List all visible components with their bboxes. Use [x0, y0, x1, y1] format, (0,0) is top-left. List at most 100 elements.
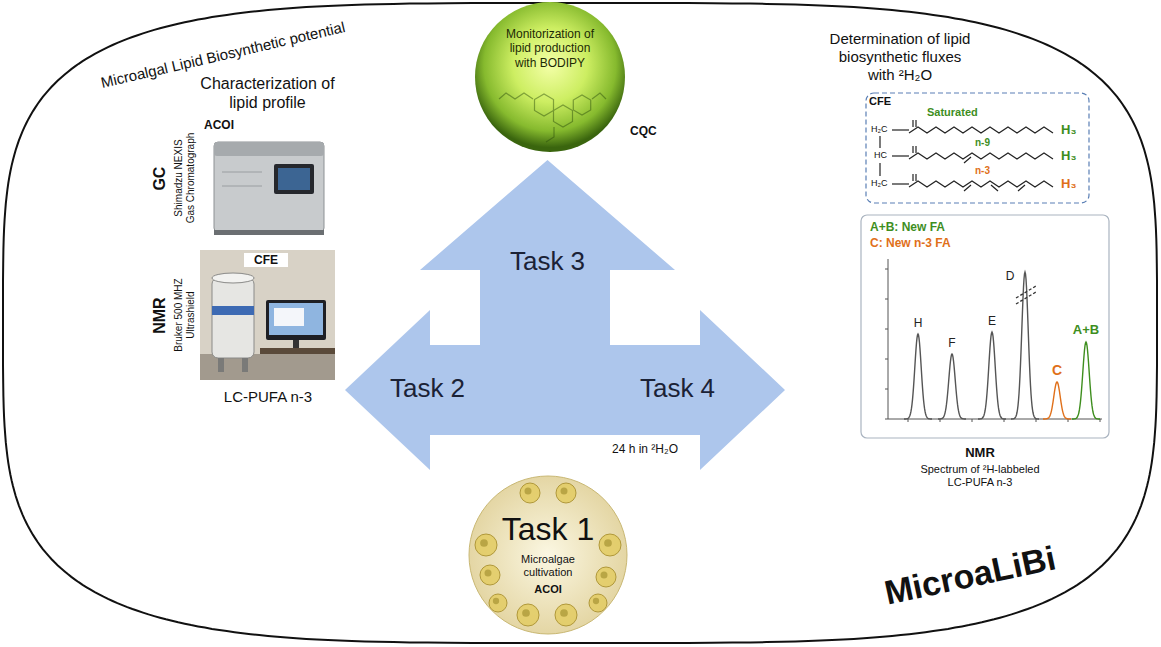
algae-cell-core — [560, 609, 568, 617]
gc-instrument-photo: ACOI — [200, 116, 335, 240]
gc-instrument-photo-outline — [200, 116, 335, 240]
line-shape — [912, 174, 913, 181]
nmr-magnet — [212, 278, 254, 358]
line-shape — [912, 120, 913, 127]
nmr-leg — [242, 358, 248, 372]
gc-screen — [274, 164, 314, 194]
bodipy-circle-outline — [474, 1, 626, 153]
monitor — [266, 300, 326, 340]
gc-panel-line — [222, 172, 262, 173]
peak-label: E — [982, 314, 1002, 328]
section-heading: Characterization of lipid profile — [200, 74, 335, 112]
atom-label: HC — [874, 150, 887, 161]
instrument-name: Bruker 500 MHZ Ultrashield — [172, 268, 196, 363]
line-shape — [892, 155, 909, 156]
algae-cell — [599, 534, 621, 556]
legend-note: A+B: New FA — [870, 220, 945, 234]
task-description: Monitorization of lipid production with … — [500, 27, 600, 70]
atom-label: H₂C — [871, 178, 888, 189]
tick — [885, 419, 888, 420]
axis-break — [1016, 286, 1036, 298]
algae-cell — [517, 604, 539, 626]
spectrum-peak — [1043, 382, 1071, 419]
axis-break — [1016, 292, 1036, 304]
polyline-shape — [909, 153, 1053, 159]
gc-panel-line — [222, 186, 262, 187]
gc-body — [214, 142, 324, 232]
gc-lid — [214, 142, 324, 156]
task-label: Task 3 — [480, 246, 615, 277]
axis — [888, 259, 889, 419]
spectrum-peak — [904, 334, 932, 419]
algae-cell-core — [604, 539, 612, 547]
bodipy-circle: Monitorization of lipid production with … — [474, 1, 626, 153]
polygon-shape — [554, 105, 573, 127]
tick — [908, 419, 909, 422]
polygon-shape — [535, 94, 554, 116]
algae-cell — [520, 483, 540, 503]
algae-cell-core — [480, 539, 488, 547]
algae-cell-core — [522, 609, 530, 617]
chain-label: n-9 — [975, 137, 990, 149]
line-shape — [991, 185, 998, 191]
line-shape — [912, 146, 913, 153]
monitor-screen — [269, 303, 323, 335]
peak-label: H — [908, 316, 928, 330]
task-arrow-left: Task 2 — [345, 310, 480, 470]
methyl-label: H₃ — [1061, 122, 1076, 138]
dashed-frame — [866, 93, 1089, 203]
lab-tag: CQC — [630, 124, 657, 138]
polyline-shape — [499, 93, 533, 99]
spectrum-peak — [1072, 342, 1100, 419]
triglyceride-structure — [880, 120, 1053, 191]
algae-cell-core — [493, 598, 499, 604]
task-label: Task 1 — [488, 510, 608, 548]
section-heading: Determination of lipid biosynthetic flux… — [825, 30, 975, 84]
chain-label: n-3 — [975, 165, 990, 177]
line-shape — [915, 146, 916, 153]
task-circle: Task 1Microalgae cultivationACOI — [468, 475, 628, 635]
legend-note: C: New n-3 FA — [870, 236, 951, 250]
target-label: LC-PUFA n-3 — [203, 388, 333, 406]
algae-cell — [556, 483, 576, 503]
project-outline — [3, 3, 1157, 643]
line-shape — [879, 136, 880, 148]
task-description: Microalgae cultivation — [508, 553, 588, 579]
tick — [885, 359, 888, 360]
algae-cell — [489, 594, 507, 612]
condition-note: 24 h in ²H₂O — [612, 442, 678, 456]
polyline-shape — [909, 181, 1053, 187]
line-shape — [915, 174, 916, 181]
methyl-label: H₃ — [1061, 176, 1076, 192]
line-shape — [892, 183, 909, 184]
peak-label: A+B — [1067, 322, 1105, 338]
algae-cell — [589, 594, 607, 612]
nmr-leg — [218, 358, 224, 372]
block-arrow — [345, 310, 480, 470]
algae-cell-core — [525, 488, 532, 495]
spectrum-peak — [1011, 272, 1039, 419]
spectrum-caption: Spectrum of ²H-labbeled LC-PUFA n-3 — [915, 463, 1045, 489]
atom-label: H₂C — [871, 124, 888, 135]
tick — [885, 299, 888, 300]
line-shape — [1018, 185, 1025, 191]
methyl-label: H₃ — [1061, 148, 1076, 164]
algae-cell — [555, 604, 577, 626]
desk — [260, 348, 335, 354]
peak-label: C — [1047, 362, 1067, 379]
polyline-shape — [909, 127, 1053, 133]
line-shape — [964, 185, 971, 191]
algae-cell — [596, 567, 616, 587]
structure-box: CFESaturatedn-9n-3H₃H₃H₃H₂CHCH₂C — [865, 92, 1090, 204]
spectrum-panel: A+B: New FAC: New n-3 FAHFEDCA+B — [860, 214, 1110, 439]
algae-cell — [475, 534, 497, 556]
project-acronym: MicroaLiBi — [873, 535, 1067, 614]
instrument-name: Shimadzu NEXIS Gas Chromatograph — [172, 131, 196, 226]
monitor-window — [274, 308, 304, 326]
block-arrow — [610, 310, 785, 470]
algae-cell — [480, 565, 500, 585]
line-shape — [892, 129, 909, 130]
technique-label: NMR — [150, 293, 169, 337]
lab-wall — [200, 250, 335, 380]
